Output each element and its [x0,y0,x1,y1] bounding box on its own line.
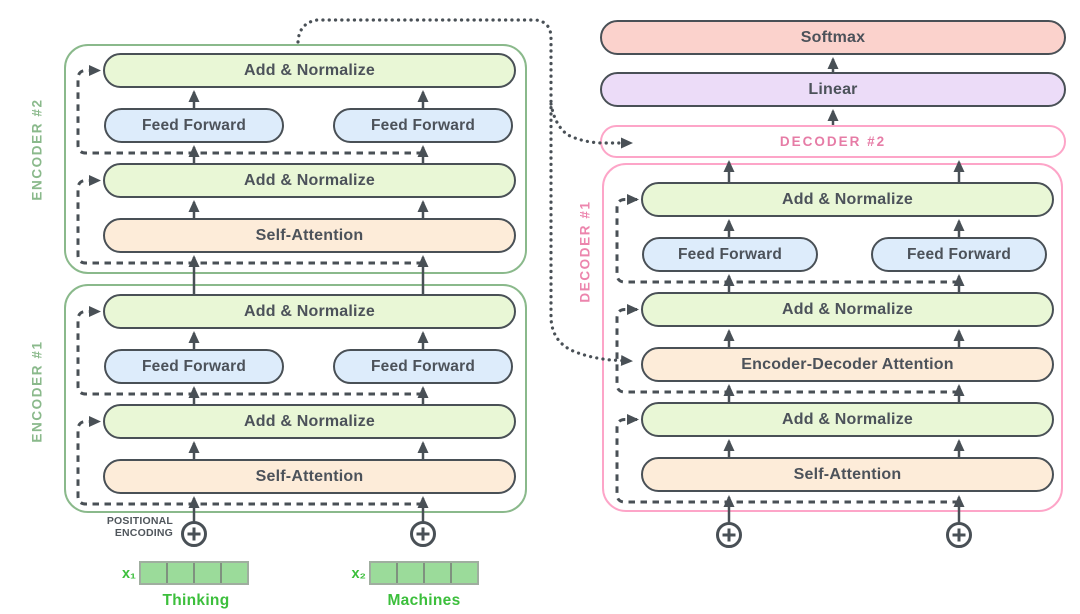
dec1-add-normalize-top: Add & Normalize [641,182,1054,217]
vector-cell [222,563,247,583]
enc1-feed-forward-right: Feed Forward [333,349,513,384]
dec1-feed-forward-left: Feed Forward [642,237,818,272]
encoder1-label: ENCODER #1 [29,340,45,443]
plus-circle-icon [716,522,742,548]
dec1-self-attention: Self-Attention [641,457,1054,492]
plus-circle-icon [410,521,436,547]
linear-block: Linear [600,72,1066,107]
x2-label: x₂ [351,566,366,582]
dec1-encoder-decoder-attention: Encoder-Decoder Attention [641,347,1054,382]
dec1-add-normalize-mid: Add & Normalize [641,292,1054,327]
enc2-feed-forward-left: Feed Forward [104,108,284,143]
x1-embedding-vector [139,561,249,585]
enc1-add-normalize-top: Add & Normalize [103,294,516,329]
enc2-self-attention: Self-Attention [103,218,516,253]
vector-cell [371,563,398,583]
vector-cell [398,563,425,583]
encoder1-box [64,284,527,513]
decoder2-block: DECODER #2 [600,125,1066,158]
enc2-add-normalize-top: Add & Normalize [103,53,516,88]
vector-cell [452,563,477,583]
positional-encoding-line1: POSITIONAL [106,515,173,527]
plus-circle-icon [181,521,207,547]
vector-cell [168,563,195,583]
encoder2-label: ENCODER #2 [29,98,45,201]
vector-cell [195,563,222,583]
enc1-add-normalize-mid: Add & Normalize [103,404,516,439]
enc2-feed-forward-right: Feed Forward [333,108,513,143]
plus-circle-icon [946,522,972,548]
positional-encoding-line2: ENCODING [114,526,173,539]
positional-add-icons [181,521,972,548]
vector-cell [425,563,452,583]
softmax-block: Softmax [600,20,1066,55]
enc1-feed-forward-left: Feed Forward [104,349,284,384]
decoder1-label: DECODER #1 [577,200,593,303]
enc1-self-attention: Self-Attention [103,459,516,494]
dec1-add-normalize-bottom: Add & Normalize [641,402,1054,437]
input-word-1: Thinking [162,592,230,609]
x1-label: x₁ [121,566,136,582]
dec1-feed-forward-right: Feed Forward [871,237,1047,272]
vector-cell [141,563,168,583]
x2-embedding-vector [369,561,479,585]
enc2-add-normalize-mid: Add & Normalize [103,163,516,198]
positional-encoding-label: POSITIONAL ENCODING [83,515,173,539]
input-word-2: Machines [387,592,461,609]
